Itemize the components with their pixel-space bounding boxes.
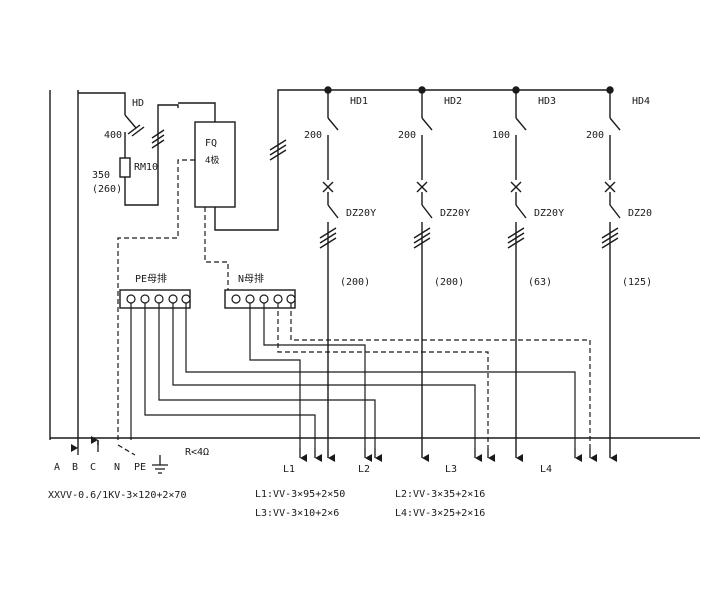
cable-hash-mark	[413, 227, 431, 239]
branch-switch-label-1: HD1	[350, 96, 368, 107]
cable-hash-mark	[319, 237, 337, 249]
knife-switch-blade[interactable]	[327, 117, 339, 131]
cable-hash-mark	[413, 232, 431, 244]
breaker-blade[interactable]	[327, 204, 339, 219]
branch-breaker-label-3: DZ20Y	[534, 208, 564, 219]
breaker-contact-x	[416, 181, 428, 193]
hd-label: HD	[132, 98, 144, 109]
branch-breaker-label-2: DZ20Y	[440, 208, 470, 219]
cable-spec-l3: L3:VV-3×10+2×6	[255, 508, 339, 519]
cable-hash-mark	[601, 232, 619, 244]
cable-hash-mark	[413, 237, 431, 249]
branch-line-label-1: L1	[283, 464, 295, 475]
cable-hash-mark	[601, 237, 619, 249]
branch-switch-rating-3: 100	[492, 130, 510, 141]
branch-breaker-setting-1: (200)	[340, 277, 370, 288]
cable-spec-l1: L1:VV-3×95+2×50	[255, 489, 345, 500]
phase-pe-label: PE	[134, 462, 146, 473]
breaker-blade[interactable]	[515, 204, 527, 219]
branch-switch-label-3: HD3	[538, 96, 556, 107]
n-bar-label: N母排	[238, 272, 264, 285]
branch-breaker-setting-4: (125)	[622, 277, 652, 288]
cable-hash-mark	[319, 227, 337, 239]
pe-dashed-wire	[117, 159, 195, 440]
knife-switch-blade[interactable]	[515, 117, 527, 131]
knife-switch-blade[interactable]	[421, 117, 433, 131]
branch-line-label-3: L3	[445, 464, 457, 475]
branch-breaker-label-4: DZ20	[628, 208, 652, 219]
cable-hash-mark	[319, 232, 337, 244]
pe-bar-label: PE母排	[135, 272, 167, 285]
breaker-contact-x	[322, 181, 334, 193]
rm10-label: RM10	[134, 162, 158, 173]
cable-hash-mark	[507, 237, 525, 249]
branch-switch-rating-4: 200	[586, 130, 604, 141]
breaker-contact-x	[510, 181, 522, 193]
fq-rating: 4极	[205, 154, 219, 166]
rm10-rating: 350	[92, 170, 110, 181]
main-cable-spec: XXVV-0.6/1KV-3×120+2×70	[48, 490, 186, 501]
phase-b-label: B	[72, 462, 78, 473]
phase-n-label: N	[114, 462, 120, 473]
phase-a-label: A	[54, 462, 60, 473]
breaker-contact-x	[604, 181, 616, 193]
branch-switch-rating-2: 200	[398, 130, 416, 141]
n-dashed-wire	[204, 207, 229, 290]
branch-switch-rating-1: 200	[304, 130, 322, 141]
branch-line-label-4: L4	[540, 464, 552, 475]
rm10-fuse	[119, 157, 131, 178]
branch-breaker-label-1: DZ20Y	[346, 208, 376, 219]
fq-output-wire	[214, 89, 612, 231]
cable-spec-l2: L2:VV-3×35+2×16	[395, 489, 485, 500]
hd-rating: 400	[104, 130, 122, 141]
r-label: R<4Ω	[185, 447, 209, 458]
hd-feed-wire	[78, 92, 126, 115]
rm10-setting: (260)	[92, 184, 122, 195]
cable-spec-l4: L4:VV-3×25+2×16	[395, 508, 485, 519]
breaker-blade[interactable]	[421, 204, 433, 219]
branch-switch-label-4: HD4	[632, 96, 650, 107]
cable-hash-mark	[507, 227, 525, 239]
branch-switch-label-2: HD2	[444, 96, 462, 107]
branch-line-label-2: L2	[358, 464, 370, 475]
branch-breaker-setting-3: (63)	[528, 277, 552, 288]
cable-hash-mark	[507, 232, 525, 244]
branch-breaker-setting-2: (200)	[434, 277, 464, 288]
breaker-blade[interactable]	[609, 204, 621, 219]
fq-label: FQ	[205, 138, 217, 149]
knife-switch-blade[interactable]	[609, 117, 621, 131]
cable-hash-mark	[601, 227, 619, 239]
phase-c-label: C	[90, 462, 96, 473]
hd-switch-blade	[124, 114, 137, 129]
